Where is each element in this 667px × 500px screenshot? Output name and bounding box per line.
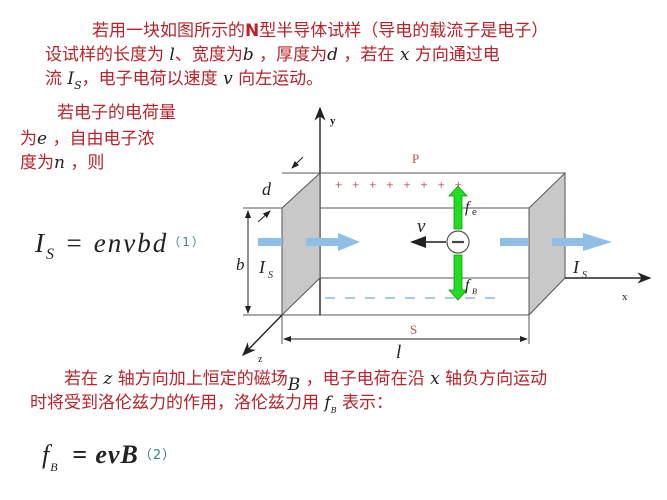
var-z: z (103, 369, 113, 389)
var-sub-S: S (74, 79, 82, 92)
charge-text: ，则 (64, 153, 105, 173)
var-e: e (37, 129, 48, 149)
magnet-text: 若在 (64, 369, 104, 389)
intro-text: ，电子电荷以速度 (81, 69, 224, 89)
eq1-rhs: = envbd (56, 228, 169, 258)
magnet-text: 轴方向加上恒定的磁场 (112, 369, 288, 389)
current-sub-S: S (268, 270, 273, 281)
top-surface-label-P: P (412, 151, 419, 166)
intro-line-1: 若用一块如图所示的N型半导体试样（导电的载流子是电子） (92, 20, 548, 42)
magnet-text: 表示： (336, 393, 393, 413)
magnet-line-2: 时将受到洛伦兹力的作用，洛伦兹力用 fB 表示： (30, 392, 393, 422)
charge-line-3: 度为n ，则 (20, 152, 104, 174)
var-l: l (169, 45, 175, 65)
var-b: b (242, 45, 254, 65)
dim-b-label: b (236, 255, 245, 274)
current-I: I (258, 257, 266, 277)
charge-text: 度为 (20, 153, 54, 173)
var-sub-B: B (330, 406, 337, 415)
current-I: I (572, 257, 580, 277)
x-axis: x (565, 272, 652, 303)
force-arrow-up (448, 185, 468, 230)
dim-l-label: l (396, 342, 401, 363)
intro-line-3: 流 IS，电子电荷以速度 v 向左运动。 (45, 68, 323, 97)
y-axis-label: y (330, 115, 336, 127)
var-v: v (223, 69, 233, 89)
y-axis: y (314, 106, 336, 315)
charge-text: 为 (20, 129, 37, 149)
var-I: I (67, 69, 75, 89)
force-e-label: f (465, 199, 472, 216)
eq2-f: f (42, 440, 51, 469)
eq1-sub-S: S (46, 246, 56, 263)
x-axis-label: x (622, 291, 628, 303)
current-sub-S: S (582, 270, 587, 281)
charge-text: ，自由电子浓 (47, 129, 155, 149)
force-e-sub: e (472, 206, 477, 218)
eq1-I: I (35, 228, 46, 258)
dimension-d: d (257, 156, 304, 223)
dimension-l: l (281, 315, 530, 363)
electron (446, 230, 470, 254)
var-n: n (54, 153, 65, 173)
force-B-label: f (465, 277, 472, 294)
velocity-arrow: v (410, 216, 446, 248)
n-type-label: N (245, 21, 260, 41)
var-f: f (324, 393, 331, 413)
var-d: d (327, 45, 339, 65)
eq2-sub-B: B (50, 460, 59, 474)
var-x: x (430, 369, 440, 389)
z-axis-label: z (258, 354, 263, 365)
intro-text: 若用一块如图所示的 (92, 21, 245, 41)
magnet-text: 时将受到洛伦兹力的作用，洛伦兹力用 (30, 393, 325, 413)
dimension-b: b (236, 210, 251, 314)
positive-charges: + + + + + + + + (335, 177, 462, 192)
var-x: x (399, 45, 410, 65)
dim-d-label: d (262, 179, 272, 199)
intro-text: 设试样的长度为 (45, 45, 170, 65)
current-label-left: I S (258, 257, 273, 281)
force-B-sub: B (472, 287, 477, 296)
eq1-number: （1） (168, 235, 206, 249)
intro-text: 、宽度为 (174, 45, 243, 65)
left-end-face (281, 171, 321, 317)
velocity-label: v (417, 216, 426, 237)
box-outline (243, 172, 565, 316)
force-arrow-down (448, 254, 468, 301)
magnet-text: ，电子电荷在沿 (300, 369, 431, 389)
magnet-text: 轴负方向运动 (439, 369, 548, 389)
intro-text: 方向通过电 (409, 45, 500, 65)
current-arrows (258, 233, 612, 251)
intro-text: ，厚度为 (253, 45, 328, 65)
intro-text: 流 (45, 69, 68, 89)
z-axis: z (242, 314, 283, 365)
charge-text: 若电子的电荷量 (57, 103, 176, 123)
eq2-rhs: = evB (64, 440, 139, 469)
intro-text: ，若在 (338, 45, 400, 65)
intro-line-2: 设试样的长度为 l、宽度为b ，厚度为d ，若在 x 方向通过电 (45, 44, 500, 66)
intro-text: 向左运动。 (232, 69, 324, 89)
equation-1: IS = envbd（1） (35, 228, 206, 264)
var-B: B (287, 375, 301, 395)
charge-line-2: 为e ，自由电子浓 (20, 128, 154, 150)
intro-text: 型半导体试样（导电的载流子是电子） (259, 21, 549, 41)
bottom-surface-label-S: S (410, 322, 417, 337)
magnet-line-1: 若在 z 轴方向加上恒定的磁场B ，电子电荷在沿 x 轴负方向运动 (64, 368, 547, 396)
current-label-right: I S (572, 257, 587, 281)
equation-2: fB = evB（2） (42, 440, 176, 475)
eq2-number: （2） (138, 448, 177, 463)
charge-line-1: 若电子的电荷量 (57, 102, 176, 124)
